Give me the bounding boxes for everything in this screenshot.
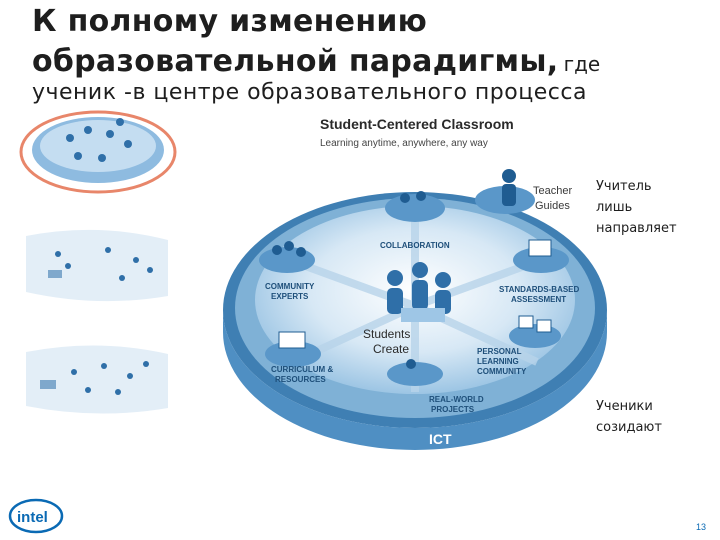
logo-text: intel	[17, 509, 48, 526]
page-number: 13	[695, 522, 706, 532]
teacher-label-1: Teacher	[533, 185, 572, 197]
teacher-note-1: Учитель	[596, 179, 652, 194]
thumbnail-2	[26, 229, 168, 302]
node-label: REAL-WORLD	[429, 395, 484, 404]
node-label: CURRICULUM &	[271, 365, 333, 374]
teacher-note: Учитель лишь направляет	[596, 176, 677, 239]
diagram-tagline: Learning anytime, anywhere, any way	[320, 138, 488, 149]
rim-label: ICT	[429, 431, 452, 447]
node-label: EXPERTS	[271, 292, 309, 301]
students-note-1: Ученики	[596, 399, 653, 414]
teacher-node: Teacher Guides	[475, 169, 572, 214]
node-label: ASSESSMENT	[511, 295, 566, 304]
thumbnail-3	[26, 345, 168, 414]
community-experts-node: COMMUNITY EXPERTS	[259, 241, 315, 301]
students-note-2: созидают	[596, 420, 662, 435]
intel-logo: intel	[8, 498, 64, 534]
thumbnail-1	[19, 110, 177, 194]
diagram-heading: Student-Centered Classroom	[320, 116, 514, 132]
title-tail: где	[563, 52, 601, 76]
teacher-note-3: направляет	[596, 221, 677, 236]
node-label: PROJECTS	[431, 405, 475, 414]
center-label-2: Create	[373, 342, 409, 356]
title-line-1: К полному изменению	[32, 4, 428, 39]
personal-community-node: PERSONAL LEARNING COMMUNITY	[477, 315, 561, 376]
collaboration-node: COLLABORATION	[380, 191, 450, 250]
node-label: COLLABORATION	[380, 241, 450, 250]
curriculum-node: CURRICULUM & RESOURCES	[265, 331, 333, 384]
title-line-2: образовательной парадигмы,	[32, 44, 559, 79]
center-label-1: Students	[363, 327, 410, 341]
slide-title: К полному изменению образовательной пара…	[32, 2, 712, 86]
teacher-note-2: лишь	[596, 200, 633, 215]
node-label: STANDARDS-BASED	[499, 285, 580, 294]
slide-subtitle: ученик -в центре образовательного процес…	[32, 80, 587, 105]
node-label: RESOURCES	[275, 375, 326, 384]
student-centered-diagram: Students Create COLLABORATION COMMUNITY …	[223, 169, 607, 450]
real-world-node: REAL-WORLD PROJECTS	[387, 359, 484, 414]
students-group-icon	[387, 262, 451, 322]
node-label: COMMUNITY	[265, 282, 315, 291]
assessment-node: STANDARDS-BASED ASSESSMENT	[499, 239, 580, 304]
node-label: LEARNING	[477, 357, 519, 366]
node-label: COMMUNITY	[477, 367, 527, 376]
students-note: Ученики созидают	[596, 396, 662, 438]
node-label: PERSONAL	[477, 347, 522, 356]
teacher-label-2: Guides	[535, 200, 570, 212]
